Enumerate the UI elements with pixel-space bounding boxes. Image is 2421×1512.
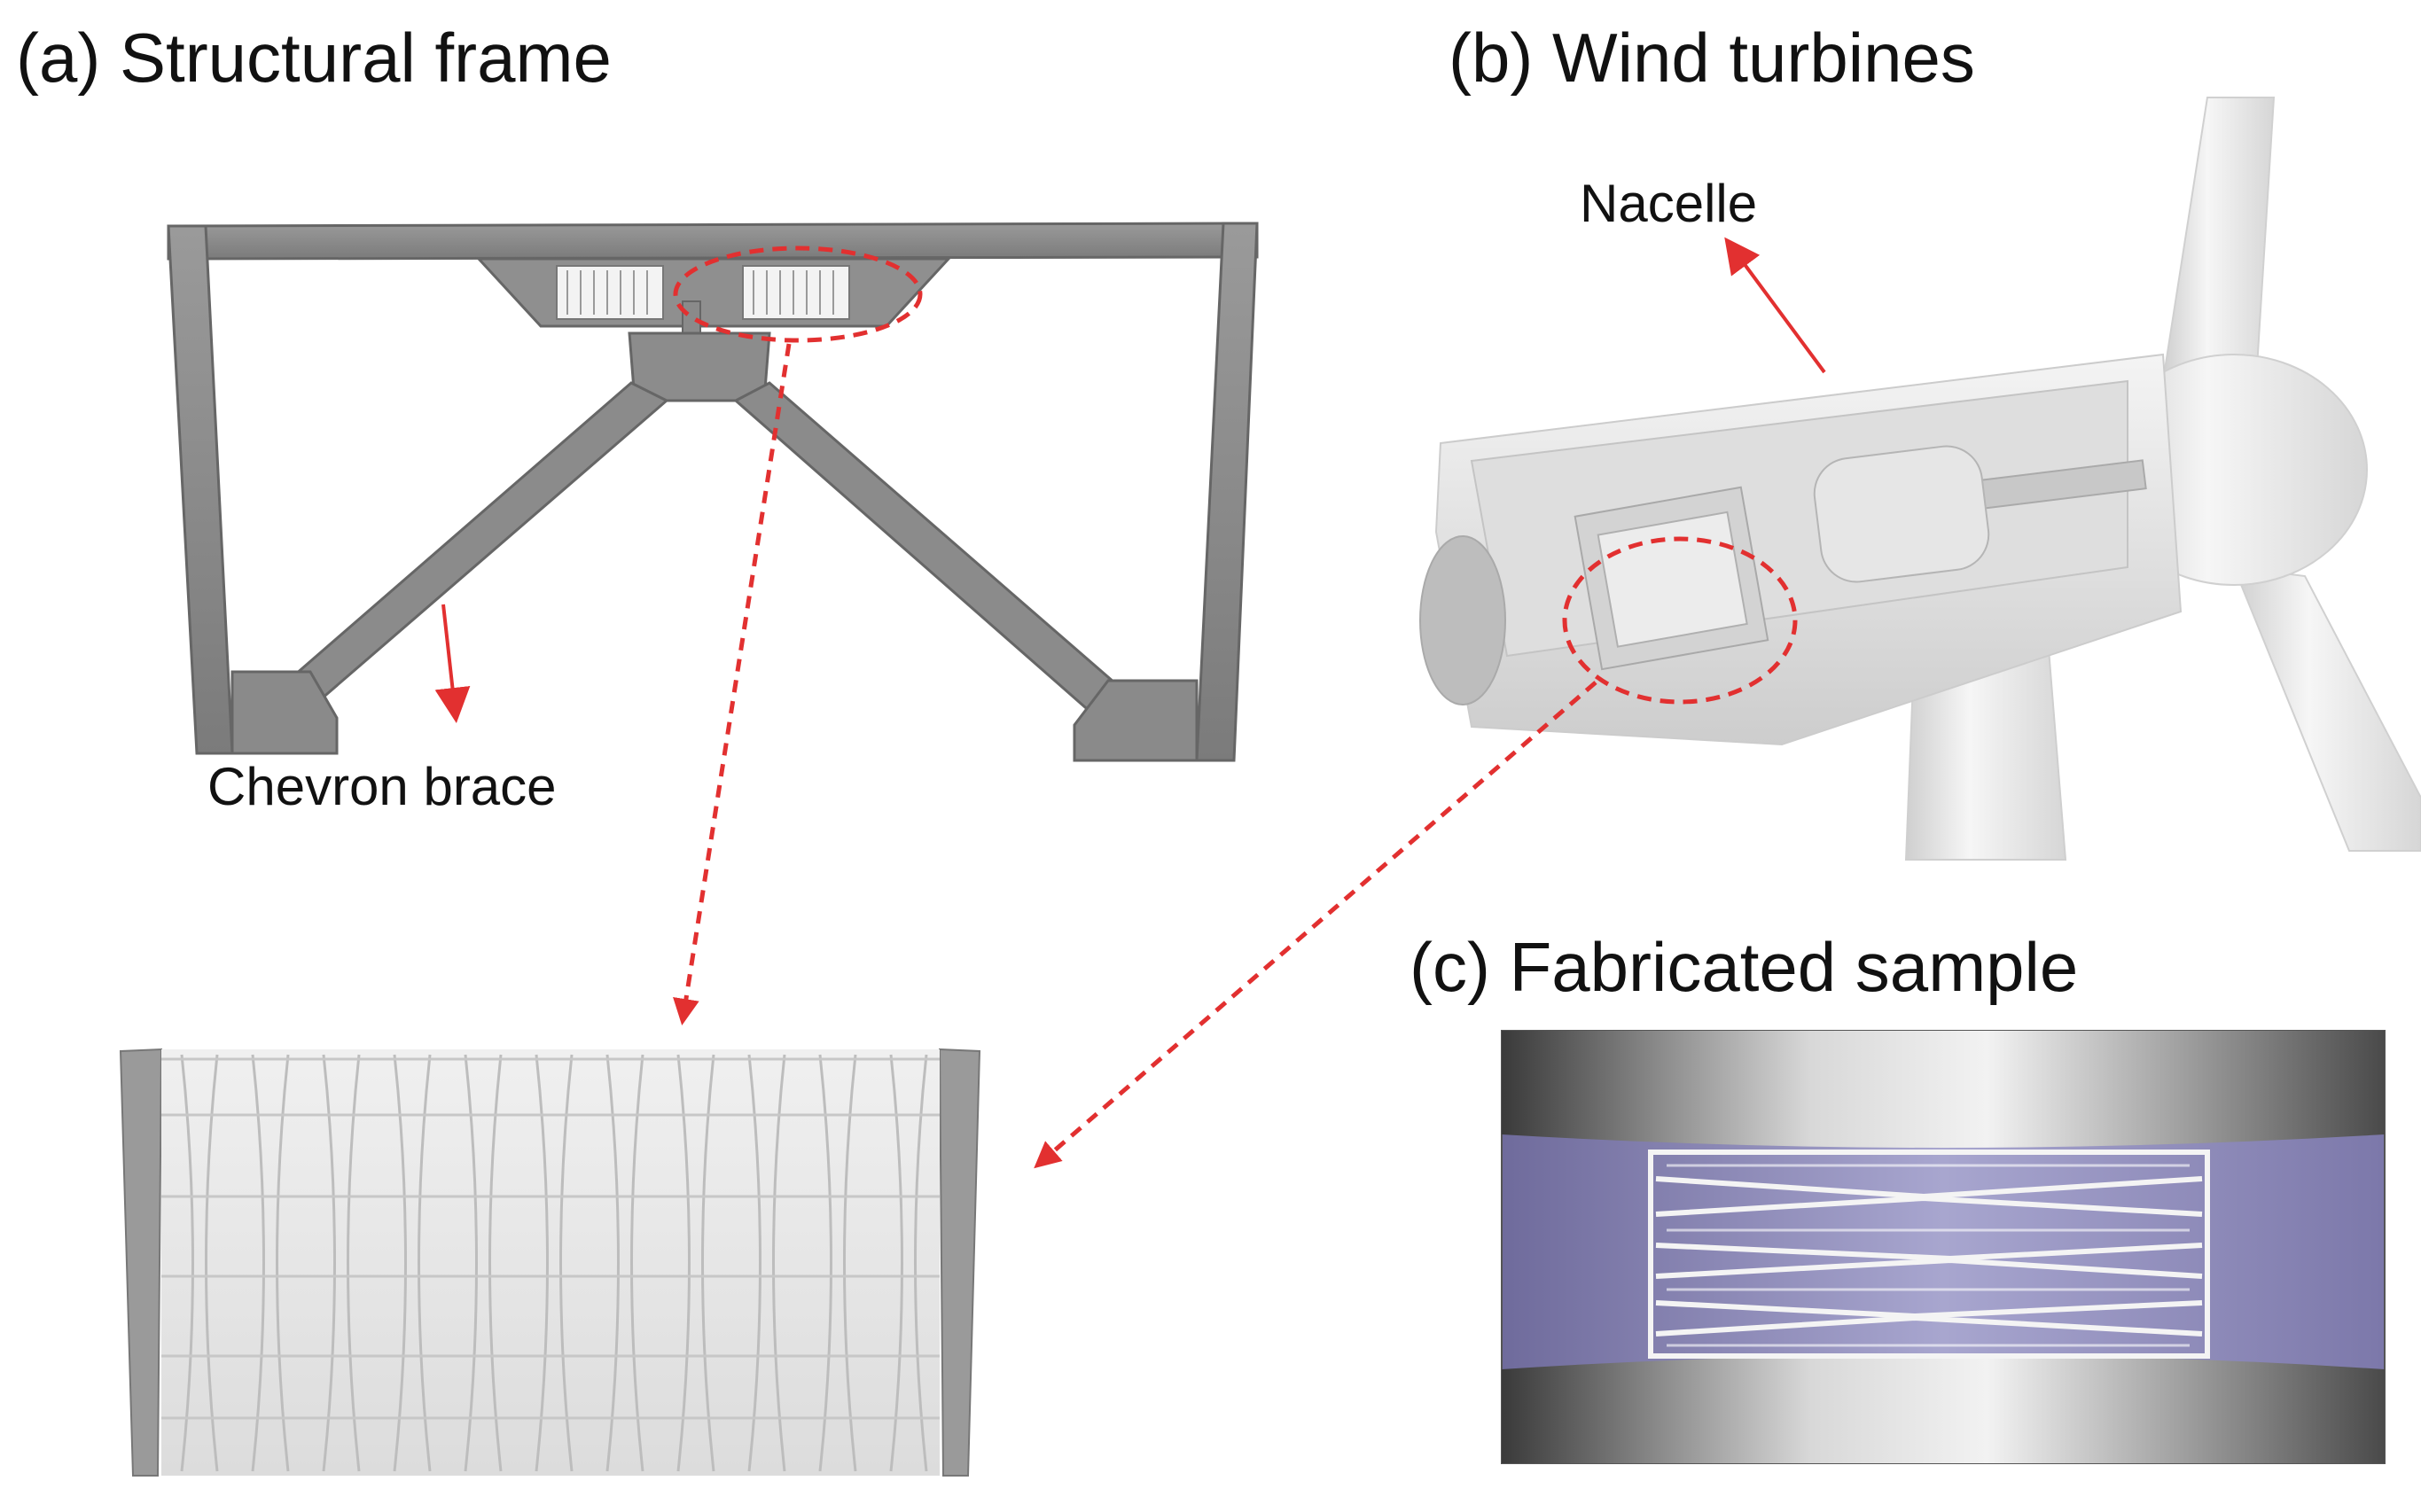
panel-a: (a) Structural frame	[16, 19, 1259, 1477]
chevron-brace-arrow	[434, 604, 471, 723]
damper-highlight-ellipse	[673, 246, 923, 343]
chevron-brace-label: Chevron brace	[207, 757, 557, 816]
nacelle-damper-highlight-ellipse	[1562, 536, 1798, 705]
fabricated-sample-photo	[1501, 1030, 2386, 1464]
nacelle-arrow	[1724, 237, 1826, 374]
structural-frame-illustration	[167, 222, 1259, 762]
panel-c: (c) Fabricated sample	[1410, 928, 2386, 1464]
nacelle-to-lattice-arrow	[1034, 681, 1597, 1169]
wind-turbine-illustration	[1419, 97, 2421, 861]
metamaterial-lattice-closeup	[119, 1048, 981, 1477]
panel-b-title: (b) Wind turbines	[1449, 19, 1975, 97]
nacelle-label: Nacelle	[1580, 174, 1757, 233]
panel-b: (b) Wind turbines Nacelle	[1034, 19, 2421, 1169]
panel-c-title: (c) Fabricated sample	[1410, 928, 2078, 1006]
frame-to-lattice-arrow	[673, 343, 792, 1025]
panel-a-title: (a) Structural frame	[16, 19, 612, 97]
